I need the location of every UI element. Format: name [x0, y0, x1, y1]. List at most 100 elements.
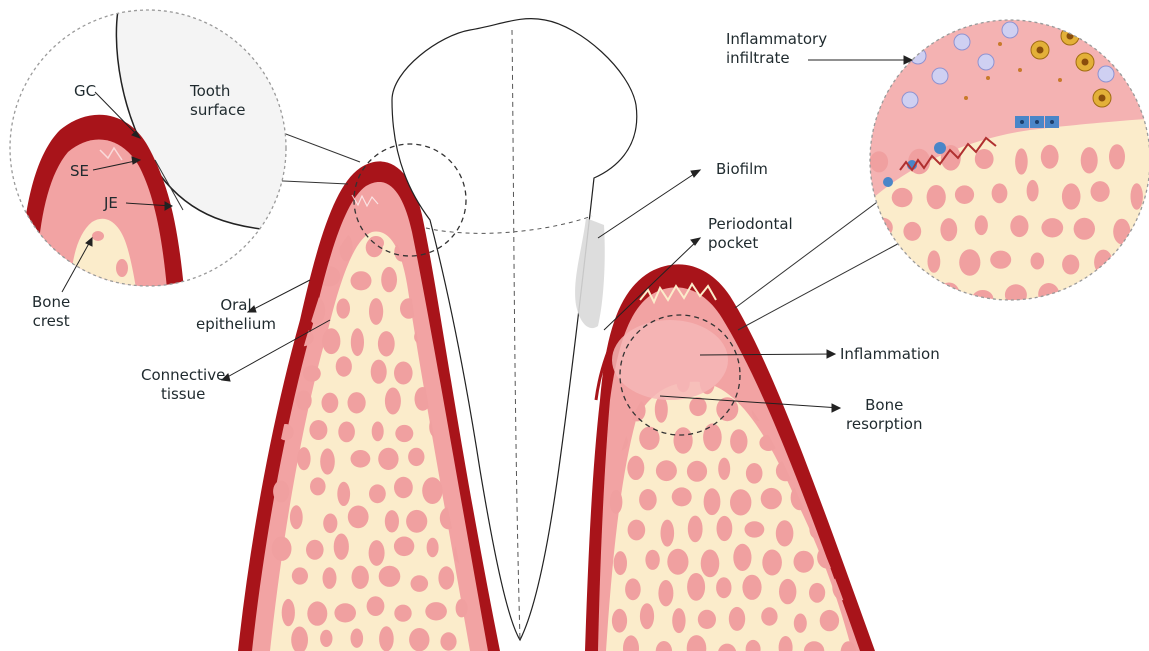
- marrow-space: [761, 607, 777, 625]
- marrow-space: [730, 489, 751, 515]
- marrow-space: [438, 566, 454, 589]
- marrow-space: [1041, 145, 1059, 169]
- marrow-space: [334, 603, 356, 622]
- marrow-space: [655, 396, 668, 423]
- marrow-space: [334, 534, 349, 560]
- marrow-space: [323, 567, 337, 589]
- marrow-space: [779, 579, 796, 604]
- marrow-space: [1113, 219, 1130, 245]
- marrow-space: [369, 298, 383, 325]
- marrow-space: [351, 629, 364, 648]
- marrow-space: [762, 550, 782, 576]
- marrow-space: [824, 368, 837, 393]
- marrow-space: [282, 599, 295, 626]
- marrow-space: [1079, 279, 1092, 305]
- marrow-space: [425, 602, 447, 620]
- marrow-space: [369, 540, 385, 566]
- marrow-space: [718, 458, 730, 480]
- marrow-space: [910, 281, 923, 308]
- marrow-space: [870, 151, 888, 172]
- label-tooth-surface: Tooth surface: [190, 82, 245, 120]
- marrow-space: [351, 450, 371, 468]
- marrow-space: [688, 516, 703, 543]
- label-oral-epithelium: Oral epithelium: [196, 296, 276, 334]
- marrow-space: [834, 459, 851, 476]
- marrow-space: [656, 460, 677, 481]
- marrow-space: [733, 544, 751, 571]
- marrow-space: [336, 298, 350, 318]
- marrow-space: [893, 253, 907, 276]
- marrow-space: [456, 599, 468, 617]
- marrow-space: [1091, 181, 1110, 202]
- label-bone-crest: Bone crest: [32, 293, 70, 331]
- marrow-space: [927, 185, 946, 209]
- marrow-space: [689, 397, 706, 416]
- marrow-space: [791, 373, 807, 391]
- label-inflammatory-infiltrate: Inflammatory infiltrate: [726, 30, 827, 68]
- marrow-space: [336, 356, 352, 376]
- marrow-space: [809, 583, 825, 603]
- marrow-space: [351, 271, 372, 290]
- label-biofilm: Biofilm: [716, 160, 768, 179]
- marrow-space: [645, 550, 659, 570]
- marrow-space: [1062, 183, 1081, 209]
- marrow-space: [1027, 180, 1039, 202]
- marrow-space: [992, 183, 1008, 203]
- marrow-space: [1015, 148, 1028, 174]
- marrow-space: [292, 567, 308, 584]
- marrow-space: [990, 251, 1011, 269]
- marrow-space: [394, 537, 414, 557]
- label-inflammation: Inflammation: [840, 345, 940, 364]
- marrow-space: [351, 328, 364, 356]
- marrow-space: [306, 540, 324, 560]
- marrow-space: [394, 362, 413, 385]
- marrow-space: [1131, 183, 1143, 210]
- marrow-space: [348, 392, 366, 413]
- marrow-space: [975, 215, 988, 235]
- marrow-space: [394, 605, 411, 622]
- marrow-space: [290, 505, 303, 529]
- marrow-space: [322, 393, 339, 413]
- marrow-space: [940, 218, 957, 241]
- marrow-space: [323, 514, 337, 534]
- marrow-space: [701, 550, 720, 578]
- marrow-space: [394, 477, 413, 498]
- label-se: SE: [70, 162, 89, 181]
- marrow-space: [761, 488, 782, 509]
- marrow-space: [378, 331, 395, 356]
- marrow-space: [698, 610, 716, 629]
- marrow-space: [834, 517, 848, 542]
- marrow-space: [338, 422, 355, 443]
- marrow-space: [427, 538, 439, 558]
- marrow-space: [703, 423, 722, 451]
- marrow-space: [639, 489, 657, 510]
- marrow-space: [820, 610, 839, 631]
- marrow-space: [303, 365, 321, 381]
- marrow-space: [378, 448, 398, 470]
- marrow-space: [955, 185, 974, 204]
- right-zoom-circle: [860, 20, 1149, 320]
- marrow-space: [610, 490, 623, 514]
- marrow-space: [385, 388, 401, 415]
- marrow-space: [627, 456, 644, 480]
- marrow-space: [667, 549, 688, 575]
- marrow-space: [381, 267, 397, 292]
- marrow-space: [729, 607, 745, 631]
- marrow-space: [282, 243, 295, 264]
- marrow-space: [371, 360, 387, 384]
- marrow-space: [296, 390, 312, 410]
- marrow-space: [742, 575, 761, 600]
- right-gingiva: [585, 264, 875, 651]
- marrow-space: [804, 400, 825, 418]
- marrow-space: [614, 551, 627, 575]
- marrow-space: [658, 580, 673, 606]
- marrow-space: [395, 425, 413, 442]
- marrow-space: [297, 447, 310, 470]
- marrow-space: [272, 537, 292, 561]
- marrow-space: [794, 614, 807, 633]
- marrow-space: [975, 149, 994, 169]
- marrow-space: [406, 510, 427, 533]
- marrow-space: [1031, 253, 1045, 270]
- marrow-space: [687, 461, 707, 482]
- marrow-space: [672, 608, 685, 633]
